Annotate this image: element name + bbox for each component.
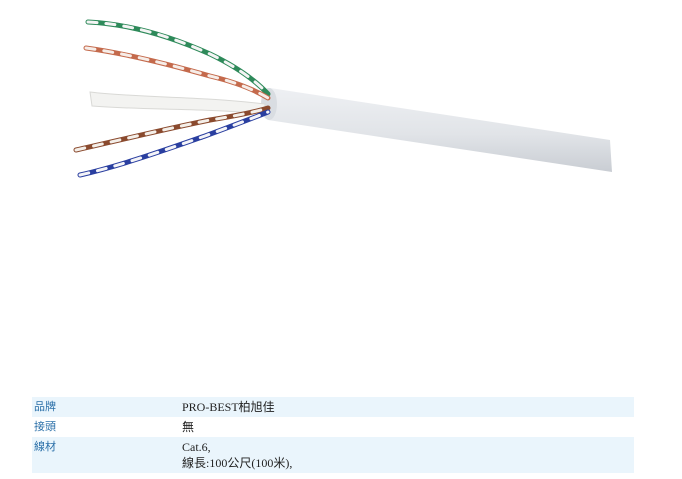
spec-value-line: PRO-BEST柏旭佳 [182,400,275,414]
spec-row-connector: 接頭 無 [32,417,634,437]
orange-pair [83,45,271,101]
cable-jacket [261,88,612,172]
spec-table: 品牌 PRO-BEST柏旭佳 接頭 無 線材 Cat.6, 線長:100公尺(1… [32,397,634,473]
spec-value-line: 線長:100公尺(100米), [182,456,293,470]
spec-value-line: 無 [182,420,195,434]
brown-pair [73,105,271,153]
spec-value-cable: Cat.6, 線長:100公尺(100米), [180,437,634,473]
spec-label-brand: 品牌 [32,397,180,417]
cat6-cable-image [73,19,612,178]
spec-row-brand: 品牌 PRO-BEST柏旭佳 [32,397,634,417]
blue-pair [77,109,271,178]
spec-value-brand: PRO-BEST柏旭佳 [180,397,634,417]
spec-label-connector: 接頭 [34,420,56,433]
spec-value-connector: 無 [180,417,634,437]
spec-value-line: Cat.6, [182,440,211,454]
spec-row-cable: 線材 Cat.6, 線長:100公尺(100米), [32,437,634,473]
spec-label-cable: 線材 [32,437,180,473]
green-pair [85,19,271,97]
filler-strand [89,91,266,115]
